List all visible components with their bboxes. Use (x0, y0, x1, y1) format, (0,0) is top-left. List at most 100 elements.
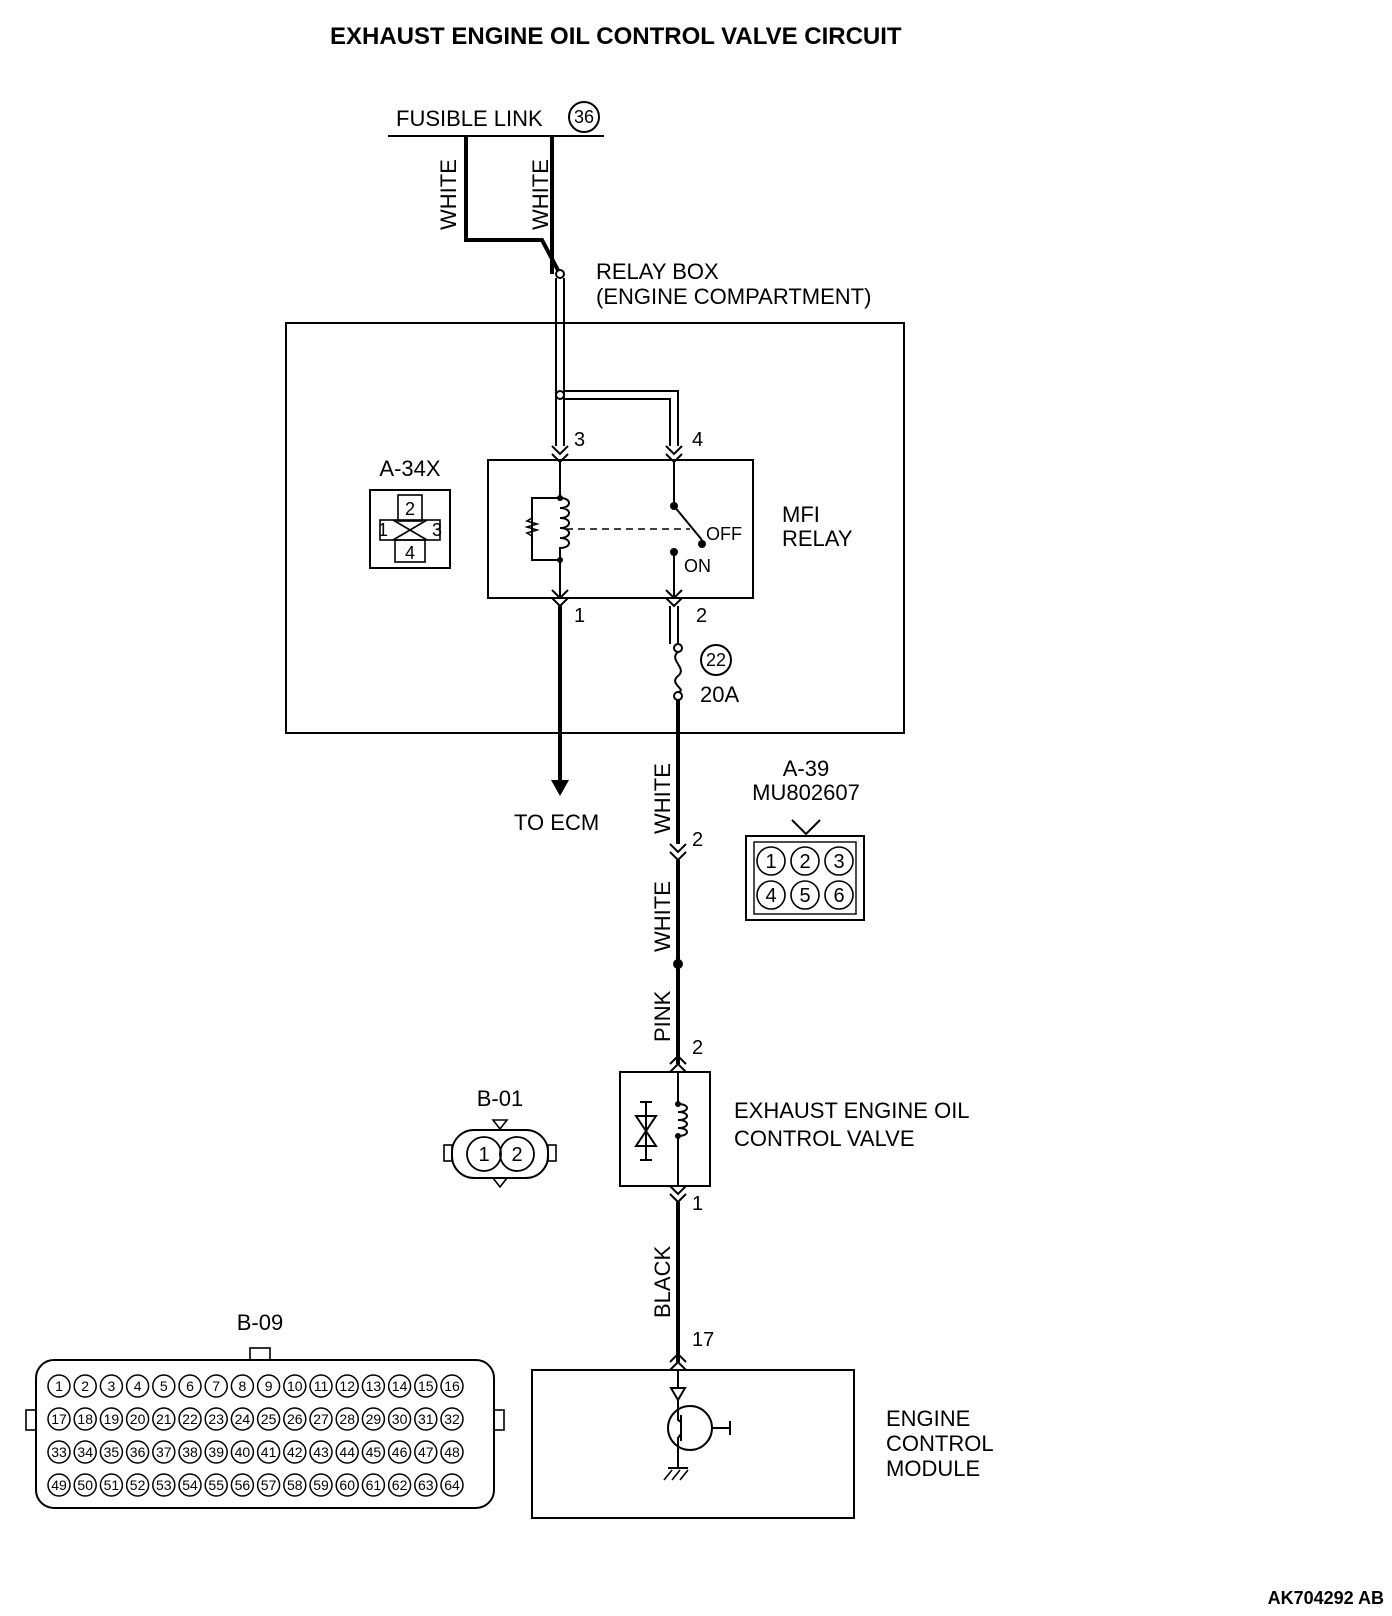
b09-pin-circle (99, 1473, 124, 1497)
b09-pin-label: 21 (156, 1411, 172, 1427)
b09-pin-circle (99, 1440, 124, 1464)
svg-text:3: 3 (432, 520, 442, 540)
b09-pin-circle (283, 1374, 307, 1398)
b09-pin-circle (178, 1473, 202, 1497)
svg-text:6: 6 (833, 885, 844, 907)
b09-pin-label: 55 (208, 1477, 224, 1493)
b09-pin-label: 39 (208, 1444, 224, 1460)
b09-pin-label: 49 (51, 1477, 67, 1493)
b09-pin-label: 47 (418, 1444, 434, 1460)
b09-pin-circle (414, 1407, 438, 1431)
b09-pin-circle (152, 1473, 176, 1497)
b09-pin-circle (387, 1473, 412, 1497)
b09-pin-label: 63 (418, 1477, 434, 1493)
b09-pin-circle (99, 1374, 124, 1398)
b09-pin-label: 42 (287, 1444, 303, 1460)
wire-color-pink: PINK (650, 990, 675, 1042)
relay-pin-1: 1 (574, 605, 585, 627)
b09-pin-circle (361, 1440, 386, 1464)
b09-pin-circle (335, 1374, 359, 1398)
b09-pin-circle (230, 1473, 255, 1497)
b09-pin-label: 1 (55, 1378, 63, 1394)
b09-pin-label: 36 (130, 1444, 146, 1460)
wire-color-mid-lower: WHITE (650, 881, 675, 952)
b09-pin-label: 11 (314, 1378, 329, 1394)
splice-main (673, 959, 683, 969)
b09-pin-circle (335, 1473, 359, 1497)
b09-pin-label: 43 (313, 1444, 329, 1460)
b09-pin-circle (414, 1473, 438, 1497)
b09-pin-circle (335, 1440, 359, 1464)
ecm-label-line3: MODULE (886, 1456, 980, 1481)
relay-pin-3: 3 (574, 429, 585, 451)
b09-pin-label: 48 (444, 1444, 460, 1460)
b09-pin-circle (361, 1374, 386, 1398)
b09-pin-label: 13 (366, 1378, 382, 1394)
b09-pin-label: 9 (265, 1378, 273, 1394)
fusible-link-number-circle (568, 101, 600, 133)
b09-pin-label: 54 (182, 1477, 198, 1493)
wire-black (669, 1185, 687, 1371)
b09-pin-circle (125, 1407, 150, 1431)
b09-pin-label: 53 (156, 1477, 172, 1493)
b09-pin-circle (125, 1374, 150, 1398)
mfi-relay-box (487, 459, 754, 599)
b09-pin-circle (204, 1440, 228, 1464)
connector-b01: B-01 1 2 (443, 1086, 557, 1189)
b09-pin-label: 59 (313, 1477, 329, 1493)
connector-a34x-id: A-34X (379, 456, 440, 481)
connector-a39-part: MU802607 (752, 780, 860, 805)
b09-pin-circle (256, 1440, 281, 1464)
b09-pin-circle (47, 1473, 71, 1497)
fuse-number: 22 (706, 650, 726, 670)
b09-pin-circle (440, 1407, 464, 1431)
b09-pin-label: 24 (235, 1411, 251, 1427)
relay-box-label-line2: (ENGINE COMPARTMENT) (596, 284, 871, 309)
b09-pin-circle (204, 1473, 228, 1497)
relay-feed-wires (551, 278, 683, 464)
b09-pin-label: 12 (339, 1378, 355, 1394)
b09-pin-label: 61 (366, 1477, 382, 1493)
b09-pin-label: 8 (239, 1378, 247, 1394)
b09-pin-label: 25 (261, 1411, 277, 1427)
b09-pin-label: 3 (108, 1378, 116, 1394)
b09-pin-circle (309, 1374, 333, 1398)
fuse-22: 22 20A (669, 606, 739, 707)
b09-pin-circle (440, 1374, 464, 1398)
mfi-relay-name-line1: MFI (782, 502, 820, 527)
b09-pin-circle (178, 1374, 202, 1398)
relay-switch (670, 462, 706, 596)
connector-a39-id: A-39 (783, 756, 829, 781)
b09-pin-label: 14 (392, 1378, 408, 1394)
a39-wire-pin: 2 (692, 829, 703, 851)
b09-pin-label: 40 (235, 1444, 251, 1460)
wire-to-ecm (551, 606, 569, 796)
splice-top (555, 269, 565, 279)
connector-b01-id: B-01 (477, 1086, 523, 1111)
b09-pin-label: 17 (51, 1411, 67, 1427)
b09-pin-circle (73, 1440, 97, 1464)
b09-pin-label: 16 (444, 1378, 460, 1394)
b09-pin-circle (152, 1374, 176, 1398)
b09-pin-label: 29 (366, 1411, 382, 1427)
b09-pin-label: 18 (77, 1411, 93, 1427)
b09-pin-circle (73, 1374, 97, 1398)
svg-text:1: 1 (765, 851, 776, 873)
b09-pin-circle (256, 1473, 281, 1497)
b09-pin-circle (256, 1374, 281, 1398)
svg-text:1: 1 (378, 520, 388, 540)
mfi-relay-name-line2: RELAY (782, 526, 853, 551)
figure-code: AK704292 AB (1268, 1588, 1384, 1608)
relay-box-label-line1: RELAY BOX (596, 259, 719, 284)
b09-pin-label: 45 (366, 1444, 382, 1460)
diagram-title: EXHAUST ENGINE OIL CONTROL VALVE CIRCUIT (330, 23, 902, 50)
b09-pin-label: 62 (392, 1477, 408, 1493)
relay-on-label: ON (684, 556, 711, 576)
connector-b09-id: B-09 (237, 1310, 283, 1335)
b09-pin-label: 50 (77, 1477, 93, 1493)
to-ecm-label: TO ECM (514, 810, 599, 835)
wire-color-top-left: WHITE (436, 159, 461, 230)
